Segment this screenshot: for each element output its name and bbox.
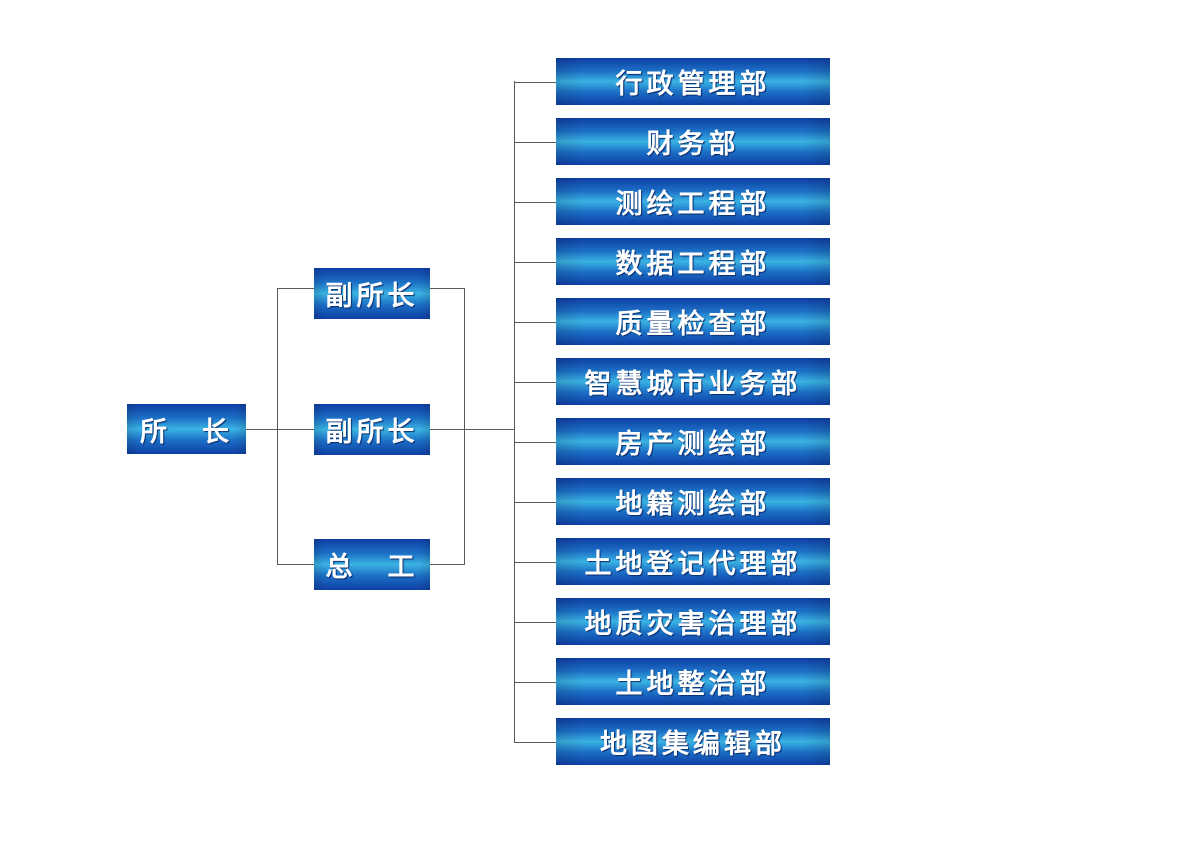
department-label: 智慧城市业务部	[584, 369, 802, 400]
department-box: 行政管理部	[556, 58, 830, 105]
department-label: 地图集编辑部	[600, 729, 786, 760]
director-box: 所 长	[127, 404, 246, 454]
connector-department-tick	[514, 262, 556, 263]
connector-director-to-deputies	[245, 429, 314, 430]
connector-right-bracket-vertical	[464, 288, 465, 564]
connector-department-tick	[514, 622, 556, 623]
department-label: 财务部	[646, 129, 740, 160]
connector-right-bracket-bottom	[430, 564, 465, 565]
connector-department-tick	[514, 682, 556, 683]
department-box: 地质灾害治理部	[556, 598, 830, 645]
department-label: 地籍测绘部	[615, 489, 771, 520]
department-label: 数据工程部	[615, 249, 771, 280]
department-label: 土地登记代理部	[584, 549, 802, 580]
director-label: 所 长	[140, 416, 233, 448]
department-box: 土地整治部	[556, 658, 830, 705]
connector-department-tick	[514, 742, 556, 743]
department-label: 地质灾害治理部	[584, 609, 802, 640]
connector-left-bracket-bottom	[277, 564, 314, 565]
department-box: 财务部	[556, 118, 830, 165]
chief-engineer-label: 总 工	[325, 552, 419, 583]
connector-deputies-to-departments	[430, 429, 514, 430]
department-box: 地图集编辑部	[556, 718, 830, 765]
connector-left-bracket-vertical	[277, 288, 278, 564]
department-box: 测绘工程部	[556, 178, 830, 225]
department-box: 数据工程部	[556, 238, 830, 285]
department-label: 质量检查部	[615, 309, 771, 340]
deputy-director-box: 副所长	[314, 404, 430, 455]
department-box: 地籍测绘部	[556, 478, 830, 525]
deputy-director-label: 副所长	[325, 281, 419, 312]
department-box: 土地登记代理部	[556, 538, 830, 585]
department-label: 土地整治部	[615, 669, 771, 700]
department-label: 测绘工程部	[615, 189, 771, 220]
deputy-director-label: 副所长	[325, 417, 419, 448]
connector-department-tick	[514, 562, 556, 563]
department-label: 房产测绘部	[615, 429, 771, 460]
department-box: 房产测绘部	[556, 418, 830, 465]
chief-engineer-box: 总 工	[314, 539, 430, 590]
deputy-director-box: 副所长	[314, 268, 430, 319]
department-box: 智慧城市业务部	[556, 358, 830, 405]
connector-left-bracket-top	[277, 288, 314, 289]
connector-department-tick	[514, 202, 556, 203]
connector-department-tick	[514, 382, 556, 383]
connector-right-bracket-top	[430, 288, 465, 289]
department-box: 质量检查部	[556, 298, 830, 345]
connector-department-tick	[514, 82, 556, 83]
connector-department-tick	[514, 502, 556, 503]
department-label: 行政管理部	[615, 69, 771, 100]
connector-department-tick	[514, 322, 556, 323]
connector-department-tick	[514, 142, 556, 143]
connector-department-tick	[514, 442, 556, 443]
connector-department-trunk	[514, 81, 515, 742]
